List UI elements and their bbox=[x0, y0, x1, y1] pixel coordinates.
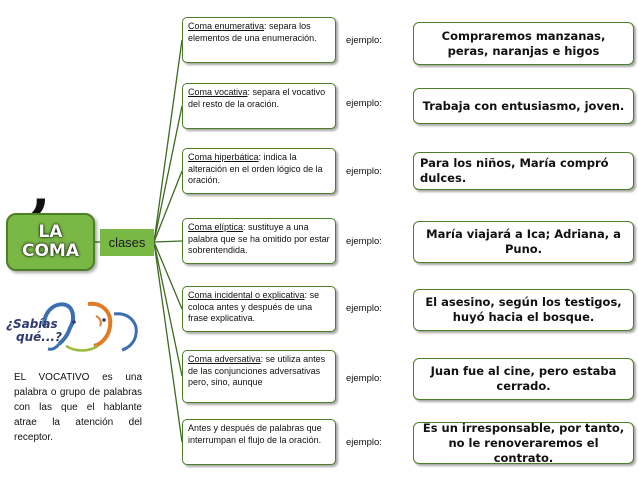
item-description: : sustituye a una palabra que se ha omit… bbox=[188, 222, 330, 255]
example-label: ejemplo: bbox=[346, 236, 382, 247]
sabias-que-logo-icon bbox=[42, 301, 138, 352]
item-coma-adversativa: Coma adversativa: se utiliza antes de la… bbox=[182, 350, 336, 403]
item-term: Coma elíptica bbox=[188, 222, 244, 232]
comma-symbol: , bbox=[30, 153, 51, 223]
root-node-la-coma: LA COMA bbox=[6, 213, 95, 271]
branch-line-5 bbox=[153, 241, 183, 310]
example-box-enumerativa: Compraremos manzanas, peras, naranjas e … bbox=[413, 22, 634, 65]
example-label: ejemplo: bbox=[346, 303, 382, 314]
logo-line1: ¿Sabías bbox=[6, 317, 58, 331]
example-label: ejemplo: bbox=[346, 35, 382, 46]
item-coma-incidental: Coma incidental o explicativa: se coloca… bbox=[182, 286, 336, 332]
branch-line-1 bbox=[153, 39, 183, 243]
item-term: Coma enumerativa bbox=[188, 21, 265, 31]
root-title-line2: COMA bbox=[21, 241, 79, 261]
example-box-interrupcion: Es un irresponsable, por tanto, no le re… bbox=[413, 421, 634, 465]
branch-line-6 bbox=[153, 241, 183, 377]
example-box-vocativa: Trabaja con entusiasmo, joven. bbox=[413, 88, 634, 124]
item-term: Coma hiperbática bbox=[188, 152, 259, 162]
item-description: Antes y después de palabras que interrum… bbox=[188, 423, 322, 445]
branch-line-3 bbox=[153, 170, 183, 243]
branch-line-2 bbox=[153, 105, 183, 243]
item-coma-hiperbatica: Coma hiperbática: indica la alteración e… bbox=[182, 148, 336, 194]
example-box-eliptica: María viajará a Ica; Adriana, a Puno. bbox=[413, 221, 634, 263]
example-label: ejemplo: bbox=[346, 437, 382, 448]
branch-line-4 bbox=[153, 240, 183, 243]
item-description: : separa los elementos de una enumeració… bbox=[188, 21, 317, 43]
clases-node: clases bbox=[100, 229, 154, 256]
example-box-incidental: El asesino, según los testigos, huyó hac… bbox=[413, 289, 634, 331]
item-description: : se utiliza antes de las conjunciones a… bbox=[188, 354, 326, 387]
item-description: : se coloca antes y después de una frase… bbox=[188, 290, 320, 323]
item-term: Coma adversativa bbox=[188, 354, 261, 364]
item-term: Coma vocativa bbox=[188, 87, 248, 97]
item-interrupcion: Antes y después de palabras que interrum… bbox=[182, 419, 336, 465]
example-label: ejemplo: bbox=[346, 373, 382, 384]
branch-line-7 bbox=[153, 241, 183, 443]
item-coma-vocativa: Coma vocativa: separa el vocativo del re… bbox=[182, 83, 336, 129]
example-label: ejemplo: bbox=[346, 98, 382, 109]
item-description: : separa el vocativo del resto de la ora… bbox=[188, 87, 326, 109]
item-coma-eliptica: Coma elíptica: sustituye a una palabra q… bbox=[182, 218, 336, 264]
vocativo-note: EL VOCATIVO es una palabra o grupo de pa… bbox=[14, 372, 142, 443]
sabias-que-text: ¿Sabías qué...? bbox=[6, 318, 62, 344]
item-coma-enumerativa: Coma enumerativa: separa los elementos d… bbox=[182, 17, 336, 63]
root-title-line1: LA bbox=[38, 222, 63, 242]
example-label: ejemplo: bbox=[346, 166, 382, 177]
logo-line2: qué...? bbox=[16, 330, 62, 344]
item-description: : indica la alteración en el orden lógic… bbox=[188, 152, 323, 185]
example-box-hiperbatica: Para los niños, María compró dulces. bbox=[413, 152, 634, 190]
item-term: Coma incidental o explicativa bbox=[188, 290, 305, 300]
example-box-adversativa: Juan fue al cine, pero estaba cerrado. bbox=[413, 358, 634, 400]
